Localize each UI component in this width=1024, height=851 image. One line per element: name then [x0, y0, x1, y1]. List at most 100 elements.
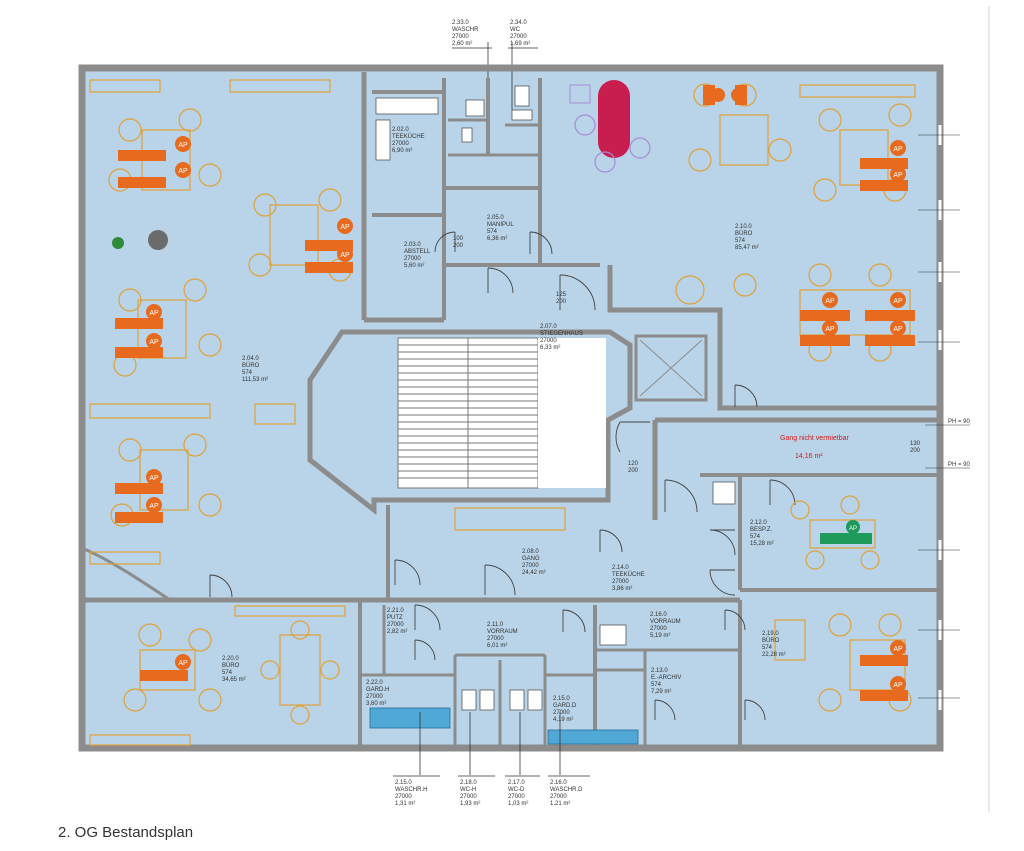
- top-left-callout-num: 2.33.0: [452, 20, 469, 26]
- dim-label: 200: [628, 468, 639, 474]
- svg-text:27000: 27000: [650, 626, 667, 632]
- svg-text:1,93 m²: 1,93 m²: [460, 801, 480, 807]
- ap-label: AP: [893, 146, 903, 153]
- svg-text:VORRAUM: VORRAUM: [487, 629, 518, 635]
- ap-label: AP: [893, 172, 903, 179]
- bottom-callout-leaders: [393, 712, 590, 777]
- ap-label: AP: [893, 298, 903, 305]
- ap-group-3: AP AP: [115, 304, 163, 358]
- ap-group-1: AP AP: [118, 136, 191, 188]
- svg-text:1,31 m²: 1,31 m²: [395, 801, 415, 807]
- staircase: [397, 337, 606, 489]
- svg-text:574: 574: [762, 645, 773, 651]
- top-right-callout-name: WC: [510, 27, 521, 33]
- svg-text:7,29 m²: 7,29 m²: [651, 689, 671, 695]
- top-right-callout-code: 27000: [510, 34, 527, 40]
- svg-text:2,82 m²: 2,82 m²: [387, 629, 407, 635]
- svg-text:5,60 m²: 5,60 m²: [404, 263, 424, 269]
- svg-text:27000: 27000: [395, 794, 412, 800]
- walls: [78, 64, 944, 752]
- svg-text:GANG: GANG: [522, 556, 540, 562]
- svg-text:STIEGENHAUS: STIEGENHAUS: [540, 331, 583, 337]
- svg-text:2.16.0: 2.16.0: [650, 612, 667, 618]
- dimension-labels: 125 200 120 200 100 200 130 200 PH = 90 …: [453, 236, 971, 474]
- svg-text:2.03.0: 2.03.0: [404, 242, 421, 248]
- svg-text:574: 574: [750, 534, 761, 540]
- svg-text:BÜRO: BÜRO: [735, 230, 753, 237]
- doors: [209, 231, 796, 721]
- svg-text:WC-H: WC-H: [460, 787, 476, 793]
- ap-label: AP: [825, 326, 835, 333]
- ap-label: AP: [149, 503, 159, 510]
- top-left-callout-area: 2,60 m²: [452, 41, 472, 47]
- svg-text:2.15.0: 2.15.0: [395, 780, 412, 786]
- svg-text:27000: 27000: [460, 794, 477, 800]
- svg-text:2.08.0: 2.08.0: [522, 549, 539, 555]
- svg-text:574: 574: [242, 370, 253, 376]
- ap-group-2: AP AP: [305, 218, 353, 273]
- svg-text:BÜRO: BÜRO: [762, 637, 780, 644]
- svg-text:2.13.0: 2.13.0: [651, 668, 668, 674]
- svg-text:5,19 m²: 5,19 m²: [650, 633, 670, 639]
- svg-text:34,65 m²: 34,65 m²: [222, 677, 246, 683]
- dim-label: 125: [556, 292, 567, 298]
- ap-label: AP: [893, 646, 903, 653]
- svg-text:2.20.0: 2.20.0: [222, 656, 239, 662]
- svg-text:MANIPUL: MANIPUL: [487, 222, 514, 228]
- ap-group-7: AP AP AP AP: [800, 292, 915, 346]
- ap-label: AP: [149, 339, 159, 346]
- meeting-ap-label: AP: [849, 526, 857, 532]
- svg-text:27000: 27000: [550, 794, 567, 800]
- dim-label: 200: [556, 299, 567, 305]
- svg-text:27000: 27000: [553, 710, 570, 716]
- svg-text:15,28 m²: 15,28 m²: [750, 541, 774, 547]
- top-right-callout-area: 1,69 m²: [510, 41, 530, 47]
- dim-label: 130: [910, 441, 921, 447]
- svg-text:6,01 m²: 6,01 m²: [487, 643, 507, 649]
- svg-text:BÜRO: BÜRO: [222, 662, 240, 669]
- svg-text:1,21 m²: 1,21 m²: [550, 801, 570, 807]
- svg-text:WC-D: WC-D: [508, 787, 525, 793]
- svg-text:1,03 m²: 1,03 m²: [508, 801, 528, 807]
- top-callout-texts: 2.33.0 WASCHR 27000 2,60 m² 2.34.0 WC 27…: [452, 20, 530, 47]
- svg-text:111,53 m²: 111,53 m²: [242, 377, 268, 383]
- svg-text:22,28 m²: 22,28 m²: [762, 652, 786, 658]
- svg-text:2.19.0: 2.19.0: [762, 631, 779, 637]
- plan-caption: 2. OG Bestandsplan: [58, 824, 194, 841]
- ap-label: AP: [178, 660, 188, 667]
- corridor-note: Gang nicht vermietbar 14,16 m²: [780, 435, 850, 460]
- ap-label: AP: [178, 142, 188, 149]
- svg-text:2.04.0: 2.04.0: [242, 356, 259, 362]
- svg-text:574: 574: [222, 670, 233, 676]
- ap-group-4: AP AP: [115, 469, 163, 523]
- svg-text:3,60 m²: 3,60 m²: [366, 701, 386, 707]
- dim-label: 120: [628, 461, 639, 467]
- svg-text:2.07.0: 2.07.0: [540, 324, 557, 330]
- svg-text:6,90 m²: 6,90 m²: [392, 148, 412, 154]
- top-left-callout-code: 27000: [452, 34, 469, 40]
- svg-text:27000: 27000: [508, 794, 525, 800]
- svg-text:GARD.D: GARD.D: [553, 703, 577, 709]
- svg-text:ABSTELL: ABSTELL: [404, 249, 431, 255]
- ap-group-9: AP: [140, 654, 191, 681]
- svg-text:2.16.0: 2.16.0: [550, 780, 567, 786]
- svg-text:27000: 27000: [540, 338, 557, 344]
- top-left-callout-name: WASCHR: [452, 27, 479, 33]
- furniture: [89, 79, 916, 746]
- corridor-note-line2: 14,16 m²: [795, 453, 823, 460]
